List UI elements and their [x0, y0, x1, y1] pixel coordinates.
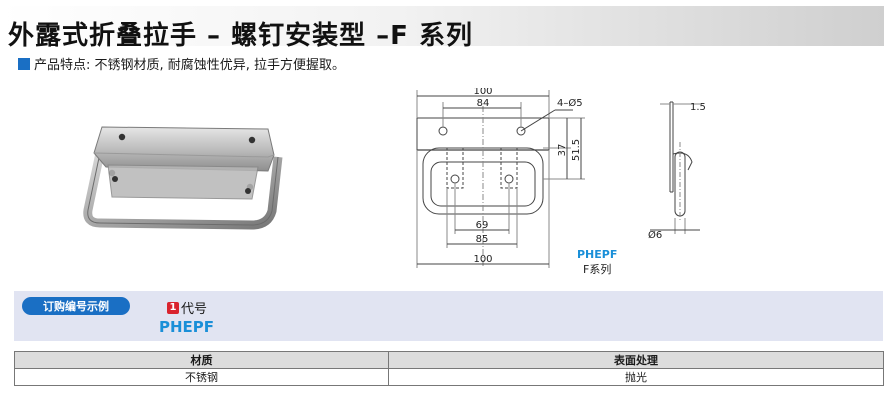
table-header-row: 材质 表面处理: [14, 351, 884, 369]
code-label-text: 代号: [181, 302, 208, 317]
code-value: PHEPF: [159, 318, 215, 336]
title-bar: 外露式折叠拉手 – 螺钉安装型 –F 系列: [0, 6, 884, 51]
code-label: 1 代号: [167, 298, 207, 317]
cell-material: 不锈钢: [14, 368, 389, 386]
table-row: 不锈钢 抛光: [14, 368, 884, 386]
order-example-badge: 订购编号示例: [22, 297, 130, 315]
dim-bottom-width: 100: [473, 254, 492, 265]
drawing-caption-series: F系列: [583, 263, 612, 276]
order-example-band: 订购编号示例 1 代号 PHEPF: [14, 291, 883, 341]
spec-table: 材质 表面处理 不锈钢 抛光: [14, 351, 884, 386]
feature-text: 产品特点: 不锈钢材质, 耐腐蚀性优异, 拉手方便握取。: [34, 58, 346, 73]
page-title: 外露式折叠拉手 – 螺钉安装型 –F 系列: [8, 21, 473, 51]
header-surface: 表面处理: [388, 351, 884, 369]
cell-surface: 抛光: [388, 368, 884, 386]
code-number-badge: 1: [167, 301, 179, 314]
dim-top-width: 100: [473, 88, 492, 97]
dim-holes: 4–Ø5: [557, 97, 583, 109]
dim-hole-pitch: 84: [477, 98, 490, 109]
dim-inner-85: 85: [476, 234, 489, 245]
dim-inner-69: 69: [476, 220, 489, 231]
dim-height-515: 51.5: [571, 139, 582, 161]
dim-rod-dia: Ø6: [648, 229, 662, 241]
bullet-square-icon: [18, 57, 30, 70]
drawing-caption-code: PHEPF: [577, 248, 618, 261]
feature-line: 产品特点: 不锈钢材质, 耐腐蚀性优异, 拉手方便握取。: [18, 54, 345, 73]
side-drawing: 1.5 Ø6: [648, 101, 706, 241]
header-material: 材质: [14, 351, 389, 369]
product-photo: [83, 126, 283, 230]
dim-thickness: 1.5: [690, 102, 706, 113]
dim-height-37: 37: [557, 144, 568, 157]
front-drawing: 100 84 4–Ø5 37 51.5 69 85 100: [416, 88, 585, 268]
